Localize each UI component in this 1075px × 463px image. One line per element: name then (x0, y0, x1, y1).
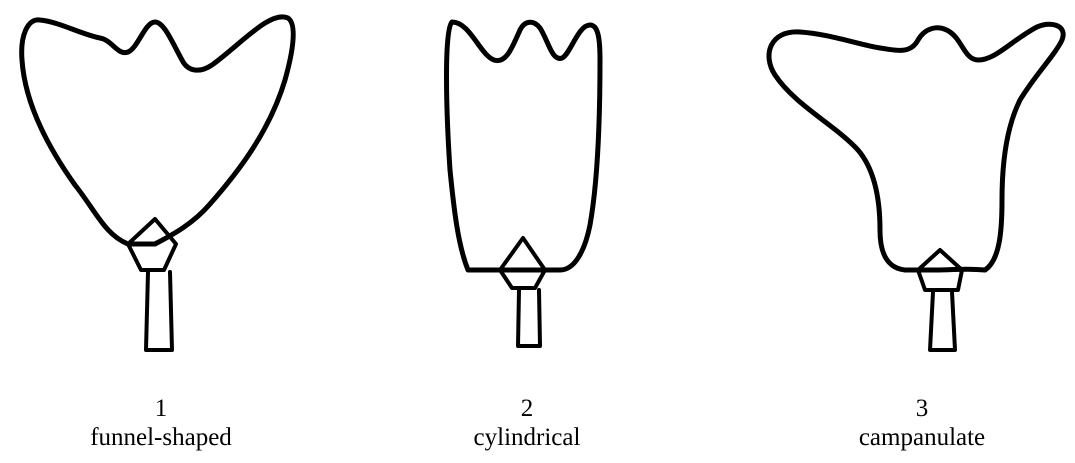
funnel-shaped-pedicel (146, 272, 172, 350)
cylindrical-corolla-outline (447, 22, 601, 270)
campanulate-corolla (769, 24, 1063, 350)
campanulate-pedicel (930, 292, 955, 350)
caption-3-number: 3 (802, 394, 1042, 423)
caption-2: 2 cylindrical (407, 394, 647, 452)
cylindrical-pedicel (518, 290, 540, 346)
caption-1-label: funnel-shaped (41, 423, 281, 452)
caption-1: 1 funnel-shaped (41, 394, 281, 452)
caption-3-label: campanulate (802, 423, 1042, 452)
caption-1-number: 1 (41, 394, 281, 423)
campanulate-corolla-outline (769, 24, 1063, 270)
caption-2-number: 2 (407, 394, 647, 423)
cylindrical-calyx (500, 238, 545, 288)
funnel-shaped-corolla-outline (22, 17, 294, 244)
funnel-shaped-corolla (22, 17, 294, 350)
caption-2-label: cylindrical (407, 423, 647, 452)
cylindrical-corolla (447, 22, 601, 346)
caption-3: 3 campanulate (802, 394, 1042, 452)
